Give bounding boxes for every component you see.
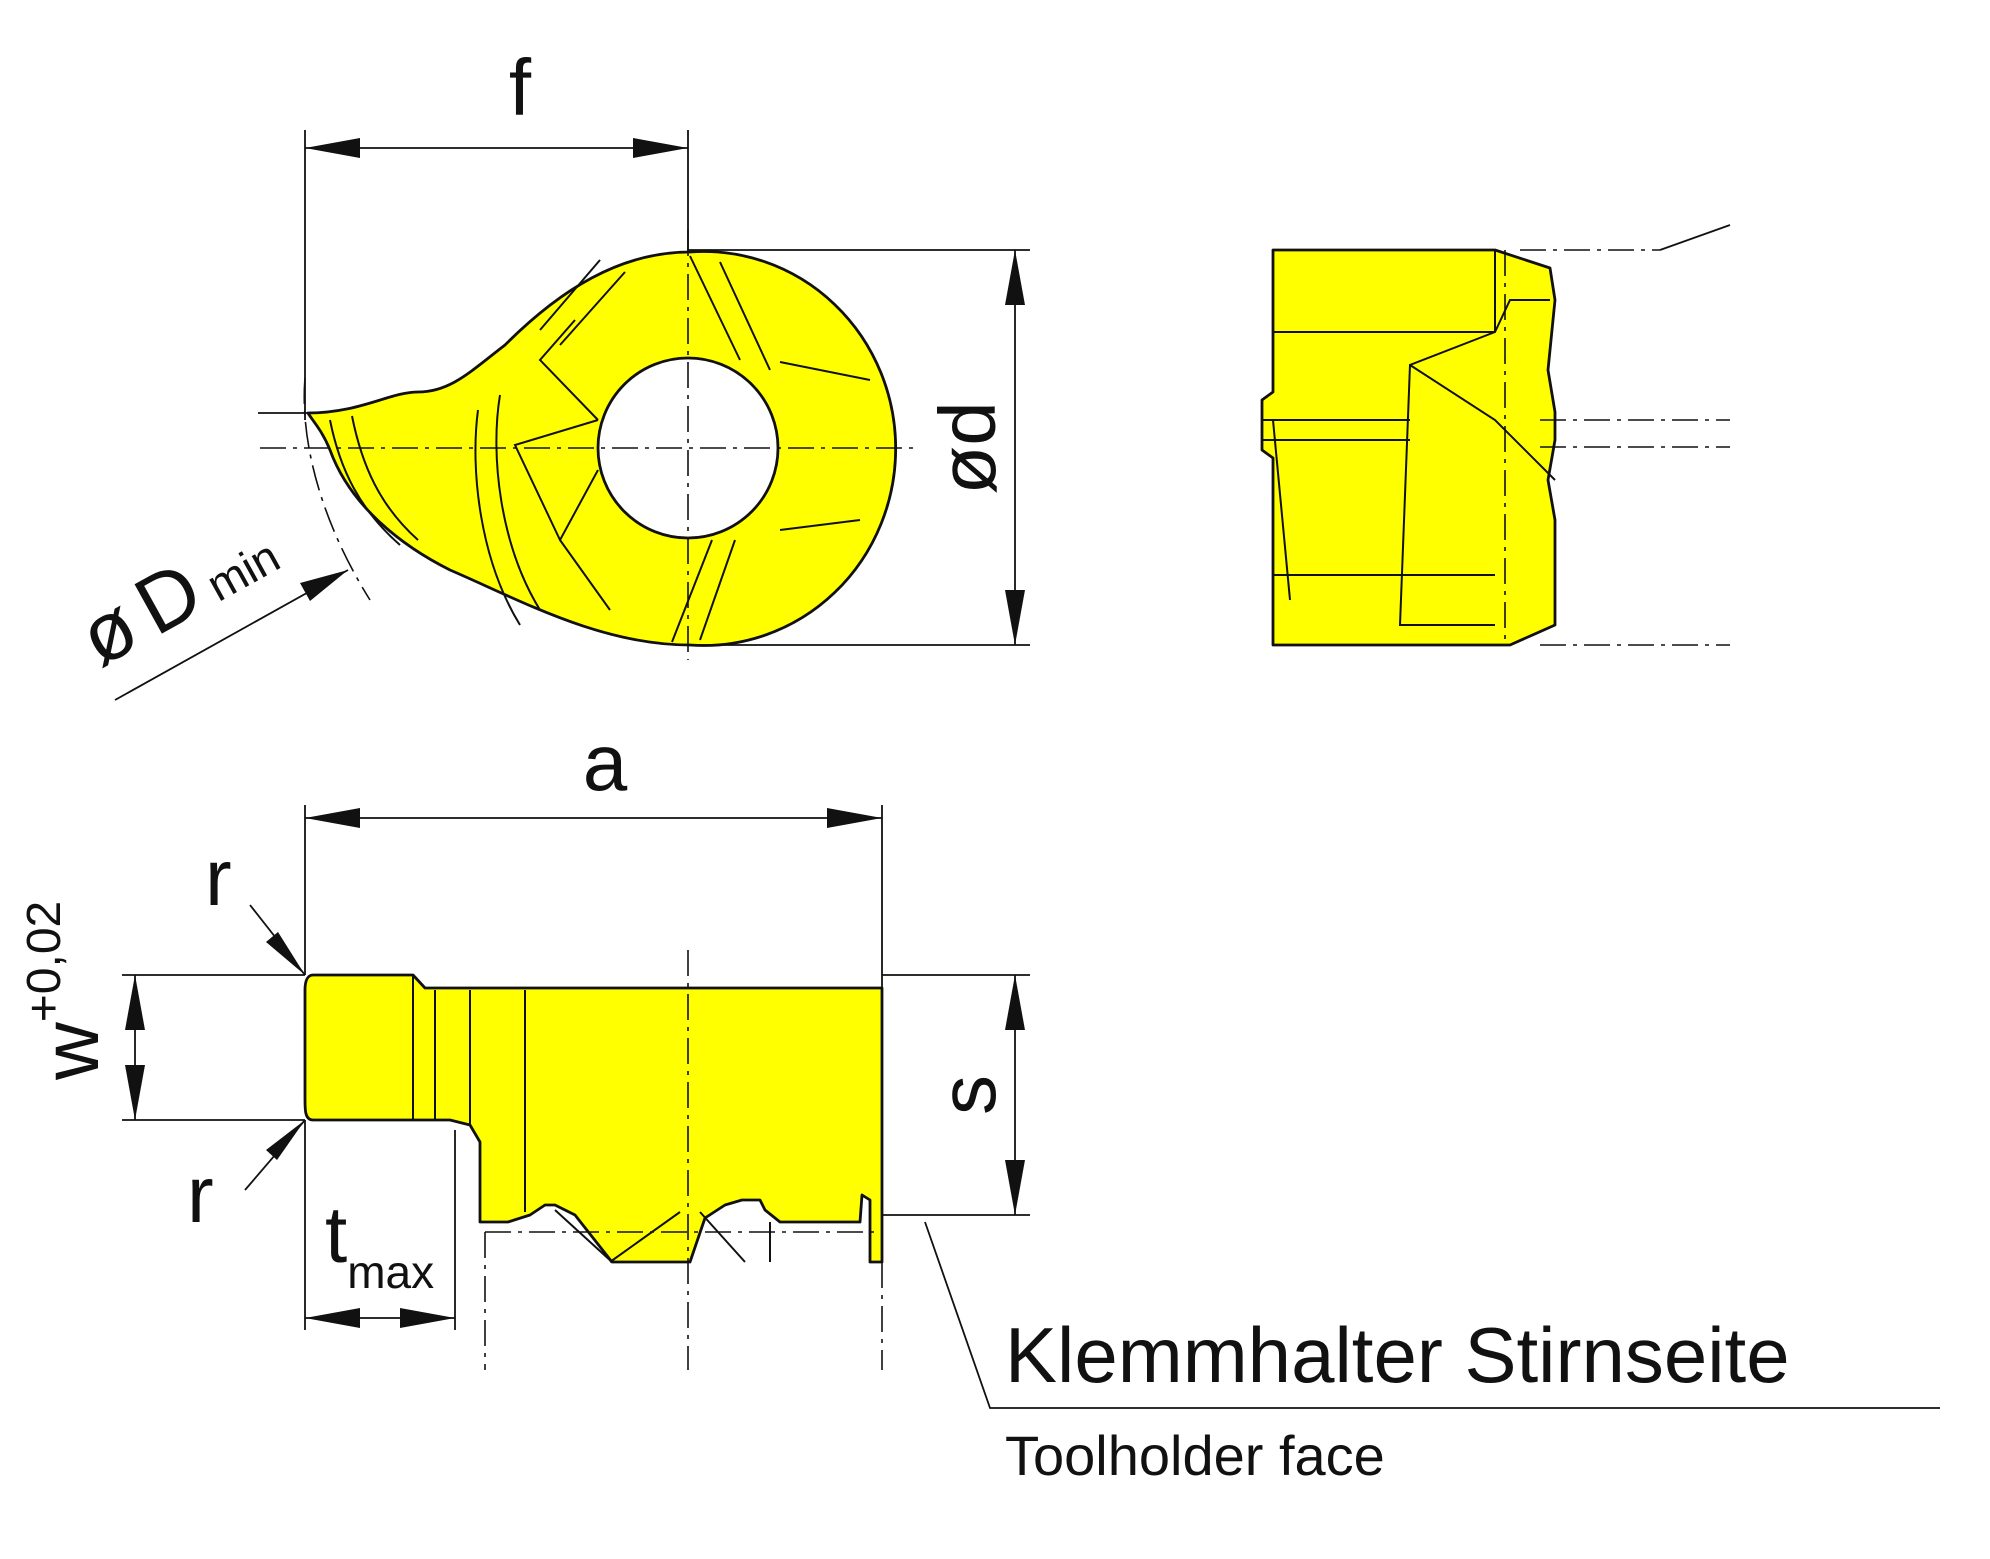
dimension-w: w+0,02 [18,901,305,1121]
front-view [258,230,920,660]
label-r-top: r [205,833,232,922]
label-a: a [583,718,628,807]
label-r-bottom: r [187,1150,214,1239]
caption-german: Klemmhalter Stirnseite [1005,1311,1790,1399]
dimension-a: a [304,718,883,988]
dimension-s: s [882,974,1030,1216]
plan-view [303,950,884,1370]
label-t-sub: max [347,1246,434,1298]
svg-text:w+0,02: w+0,02 [18,901,115,1081]
dimension-f: f [304,43,689,420]
side-view-body [1260,248,1557,647]
plan-view-body [303,973,884,1264]
label-t-main: t [325,1190,347,1279]
dimension-tmax: tmax [304,1120,456,1330]
label-s: s [923,1075,1012,1115]
label-f: f [509,43,532,132]
label-D-sub: min [198,530,288,611]
svg-text:øDmin: øDmin [65,503,292,684]
dimension-Dmin: øDmin [65,503,349,701]
caption: Klemmhalter Stirnseite Toolholder face [924,1221,1940,1487]
side-view [1260,224,1731,647]
radius-leaders: r r [187,833,306,1239]
label-w-tol: +0,02 [18,901,71,1022]
dimension-d: ød [688,249,1030,646]
label-d: ød [923,401,1012,494]
svg-text:tmax: tmax [325,1190,434,1298]
caption-english: Toolholder face [1005,1424,1385,1487]
label-w-main: w [26,1022,115,1081]
